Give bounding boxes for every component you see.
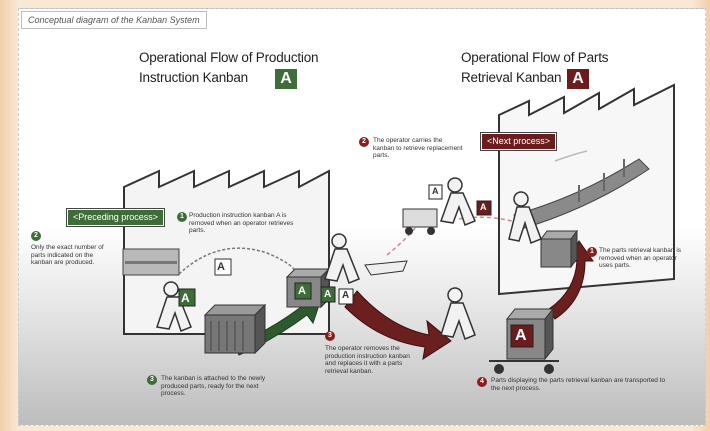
crate-right-factory <box>540 229 578 269</box>
cart-top <box>402 208 438 235</box>
step-3-retrieval-text: The operator removes the production inst… <box>325 345 410 375</box>
dashed-arrow-right <box>458 216 520 224</box>
red-flow-arrow-center <box>344 290 452 361</box>
right-title-line2: Retrieval Kanban <box>461 70 562 85</box>
cart-center <box>364 260 408 276</box>
step-2-text: Only the exact number of parts indicated… <box>31 244 104 266</box>
step-3-number: 3 <box>147 375 157 385</box>
red-flow-arrow-right <box>548 240 594 320</box>
step-1-text: Production instruction kanban A is remov… <box>189 212 294 234</box>
card-a-letter-3: A <box>298 285 306 297</box>
card-a-letter-6: A <box>432 186 439 196</box>
step-1-retrieval-number: 1 <box>587 247 597 257</box>
card-a-letter-5: A <box>342 290 350 301</box>
workers <box>156 177 542 340</box>
next-process-tag: <Next process> <box>479 132 558 151</box>
step-2-retrieval-number: 2 <box>359 137 369 147</box>
preceding-process-tag: <Preceding process> <box>65 208 166 227</box>
diagram-caption: Conceptual diagram of the Kanban System <box>21 11 207 29</box>
step-2-retrieval-text: The operator carries the kanban to retri… <box>373 137 463 159</box>
step-3-text: The kanban is attached to the newly prod… <box>161 375 266 397</box>
card-a-letter-1: A <box>217 261 225 273</box>
card-a-letter-7: A <box>480 202 487 212</box>
card-a-letter-8: A <box>515 327 527 344</box>
step-4-text: Parts displaying the parts retrieval kan… <box>491 377 666 392</box>
left-title-line1: Operational Flow of Production <box>139 50 319 65</box>
crate-left <box>203 303 267 355</box>
retrieval-kanban-badge: A <box>567 69 589 89</box>
step-3-retrieval-number: 3 <box>325 331 335 341</box>
step-2-number: 2 <box>31 231 41 241</box>
production-kanban-badge: A <box>275 69 297 89</box>
step-4-number: 4 <box>477 377 487 387</box>
left-title-line2: Instruction Kanban <box>139 70 248 85</box>
kanban-diagram-panel: Conceptual diagram of the Kanban System … <box>18 8 706 426</box>
card-a-letter-4: A <box>324 289 332 300</box>
thin-loop-arrow <box>178 247 296 275</box>
step-1-retrieval-text: The parts retrieval kanban is removed wh… <box>599 247 682 269</box>
dashed-arrow-top <box>554 150 588 162</box>
dashed-arrow-upper <box>386 222 420 256</box>
kanban-cards <box>178 184 534 348</box>
step-1-number: 1 <box>177 212 187 222</box>
card-a-letter-2: A <box>181 291 190 305</box>
right-title-line1: Operational Flow of Parts <box>461 50 609 65</box>
